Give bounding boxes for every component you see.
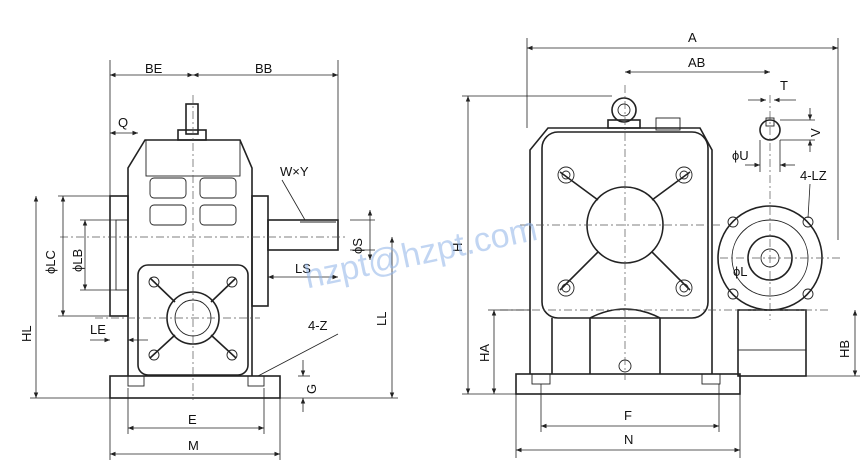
left-view: BE BB Q W×Y ϕLC ϕLB ϕS LS HL LL LE 4-Z [19,60,398,460]
label-ls: LS [295,261,311,276]
left-flange-hub [115,219,129,291]
left-top-breather-base [177,129,207,141]
leader-wxy [281,179,306,221]
left-bolt [226,276,238,288]
label-g: G [304,384,319,394]
right-top-plug [655,117,681,131]
left-flange [109,195,129,317]
watermark: hzpt@hzpt.com [301,210,540,296]
right-base [515,373,741,395]
left-fin [199,204,237,226]
leader-4-z [257,333,339,377]
label-t: T [780,78,788,93]
label-v: V [808,128,823,137]
label-phi-lb: ϕLB [70,249,85,272]
left-bolt [148,349,160,361]
label-hl: HL [19,325,34,342]
left-rib [149,277,176,303]
left-fin [149,204,187,226]
left-fin [149,177,187,199]
label-hb: HB [837,340,852,358]
right-view: A AB T V ϕU 4-LZ ϕL H HA HB [450,30,860,458]
label-phi-lc: ϕLC [43,250,58,274]
right-motor-foot [737,309,807,377]
label-q: Q [118,115,128,130]
label-f: F [624,408,632,423]
left-base-plate [109,375,281,399]
left-rib [149,334,176,359]
left-base-slot [127,375,145,387]
label-ha: HA [477,344,492,362]
left-top-breather [185,103,199,135]
label-e: E [188,412,197,427]
label-bb: BB [255,61,272,76]
label-le: LE [90,322,106,337]
label-4-lz: 4-LZ [800,168,827,183]
label-4-z: 4-Z [308,318,328,333]
label-be: BE [145,61,163,76]
left-rib [210,277,237,303]
label-h: H [450,243,465,252]
left-output-shaft [267,219,339,251]
label-phi-l: ϕL [733,264,748,279]
label-n: N [624,432,633,447]
label-ab: AB [688,55,705,70]
left-rib [210,334,237,359]
label-phi-u: ϕU [732,148,749,163]
right-shaft-key-detail [759,119,781,141]
label-ll: LL [374,312,389,326]
label-wxy: W×Y [280,164,309,179]
label-phi-s: ϕS [350,238,365,254]
label-a: A [688,30,697,45]
right-lifting-eye [611,97,637,123]
left-bolt [226,349,238,361]
left-fin [199,177,237,199]
left-side-boss [251,195,269,307]
left-base-slot [247,375,265,387]
label-m: M [188,438,199,453]
left-bolt [148,276,160,288]
